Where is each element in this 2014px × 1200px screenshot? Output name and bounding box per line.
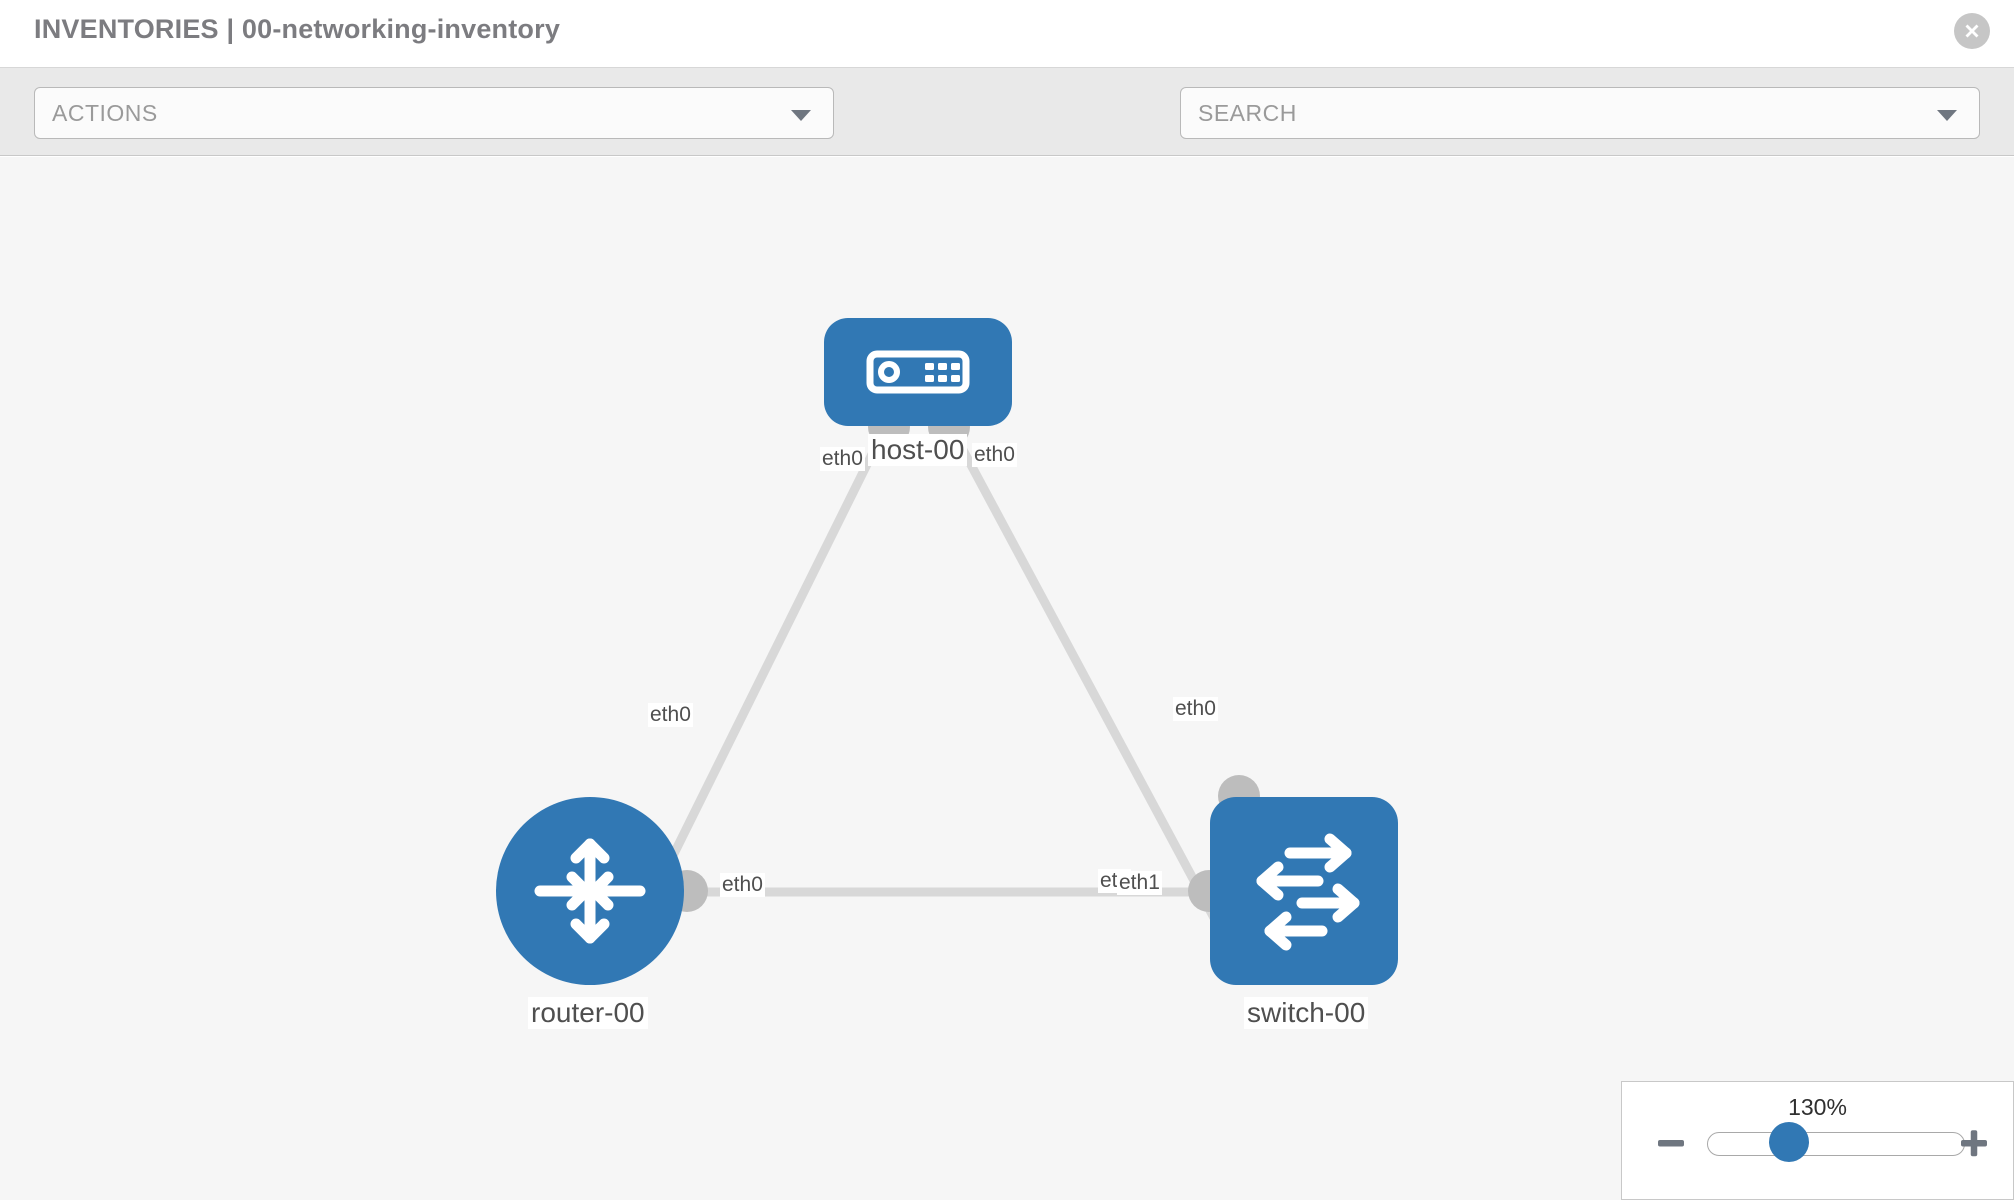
topology-links (650, 419, 1239, 960)
close-icon[interactable] (1954, 13, 1990, 49)
iface-router-up: eth0 (648, 703, 693, 728)
router-node-shape[interactable] (496, 797, 684, 985)
server-icon (866, 350, 970, 394)
host-node-label: host-00 (868, 434, 968, 467)
actions-dropdown[interactable]: ACTIONS (34, 87, 834, 139)
minus-icon[interactable] (1654, 1126, 1688, 1160)
actions-dropdown-label: ACTIONS (52, 100, 158, 126)
zoom-control-panel: 130% (1621, 1081, 2014, 1200)
page-header: INVENTORIES | 00-networking-inventory (0, 0, 2014, 68)
switch-arrows-icon (1256, 833, 1360, 951)
chevron-down-icon (791, 110, 811, 121)
topology-canvas[interactable]: host-00 eth0 eth0 (0, 157, 2014, 1200)
zoom-level-value: 130% (1788, 1094, 1847, 1120)
iface-host-left: eth0 (820, 447, 865, 472)
link-host-router (650, 420, 893, 894)
iface-host-right: eth0 (972, 443, 1017, 468)
search-placeholder: SEARCH (1198, 100, 1297, 126)
link-host-switch (944, 419, 1239, 960)
chevron-down-icon[interactable] (1937, 110, 1957, 121)
plus-icon[interactable] (1957, 1126, 1991, 1160)
switch-node-shape[interactable] (1210, 797, 1398, 985)
toolbar: ACTIONS SEARCH (0, 68, 2014, 201)
switch-node-label: switch-00 (1244, 997, 1369, 1030)
search-input[interactable]: SEARCH (1180, 87, 1980, 139)
iface-router-link-left: eth0 (720, 873, 765, 898)
page-title: INVENTORIES | 00-networking-inventory (34, 14, 561, 44)
iface-switch-up: eth0 (1173, 697, 1218, 722)
zoom-slider-thumb[interactable] (1769, 1122, 1809, 1162)
iface-switch-left-b: eth1 (1117, 871, 1162, 896)
zoom-slider-track[interactable] (1707, 1132, 1965, 1156)
router-arrows-icon (534, 838, 646, 944)
host-node-shape[interactable] (824, 318, 1012, 426)
router-node-label: router-00 (528, 997, 648, 1030)
